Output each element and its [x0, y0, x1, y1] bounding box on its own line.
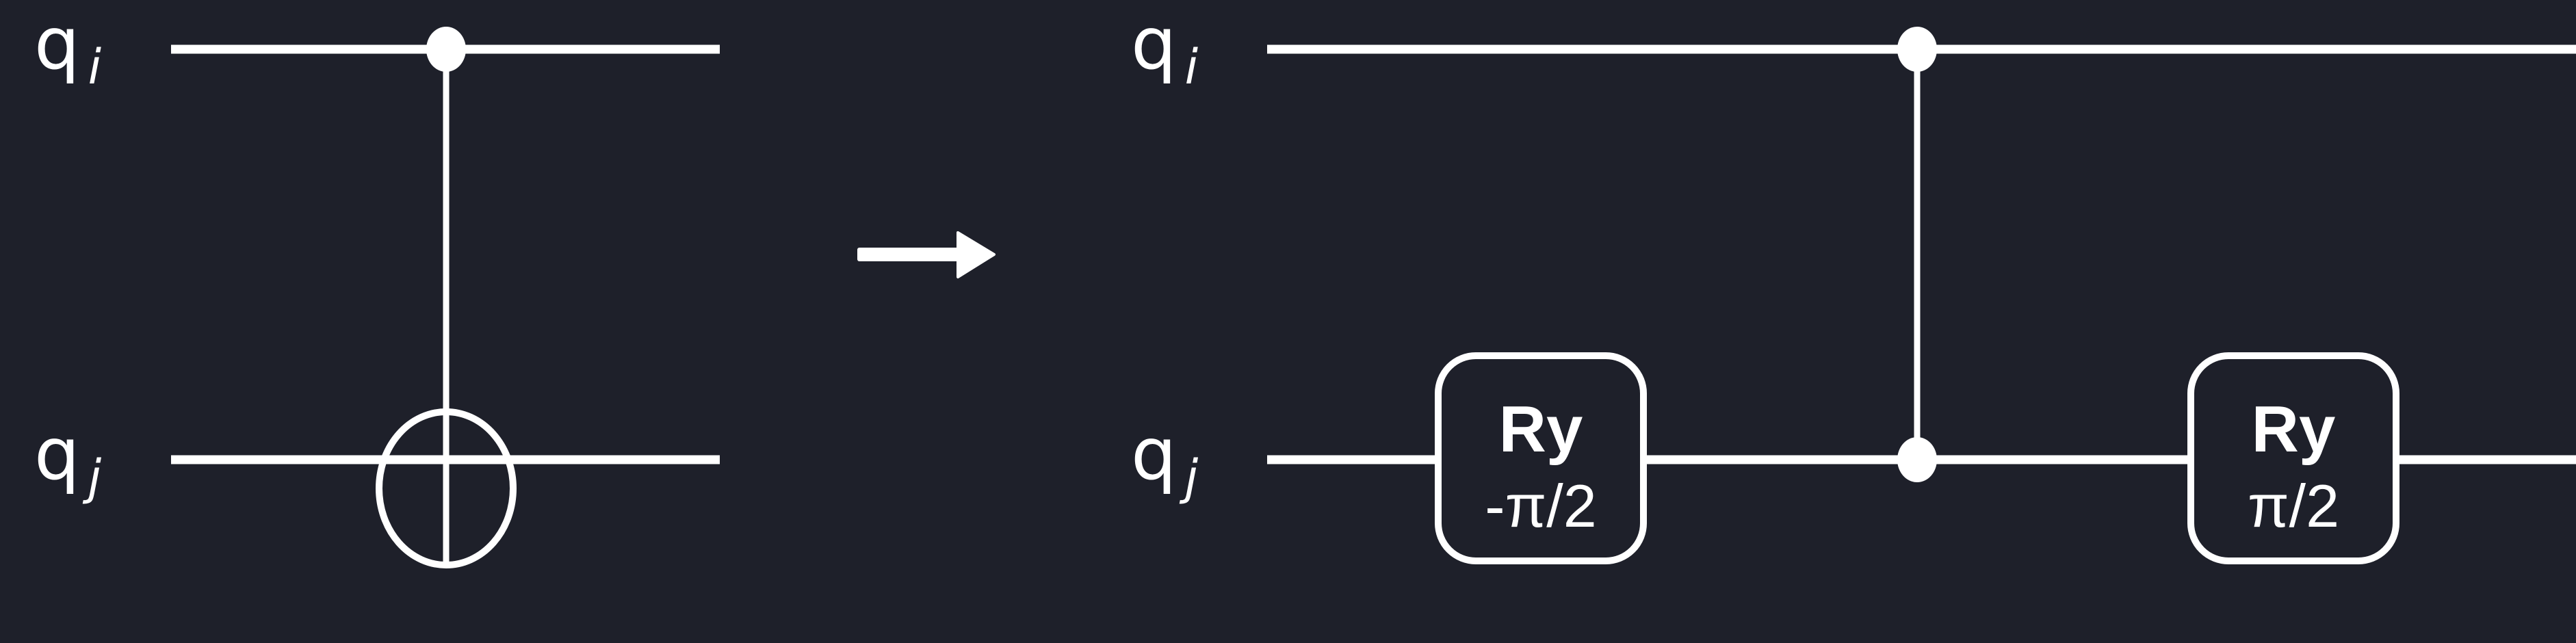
gate-param: π/2 — [2248, 472, 2339, 540]
gate-name: Ry — [2252, 393, 2336, 466]
cnot-target-icon — [376, 408, 517, 568]
ry-gate-1: Ry -π/2 — [1435, 352, 1647, 564]
gate-param: -π/2 — [1485, 472, 1596, 540]
control-dot — [426, 27, 466, 72]
control-dot — [1897, 437, 1937, 482]
control-dot — [1897, 27, 1937, 72]
right-arrow-icon — [857, 231, 996, 278]
ry-gate-2: Ry π/2 — [2187, 352, 2399, 564]
gate-name: Ry — [1499, 393, 1583, 466]
